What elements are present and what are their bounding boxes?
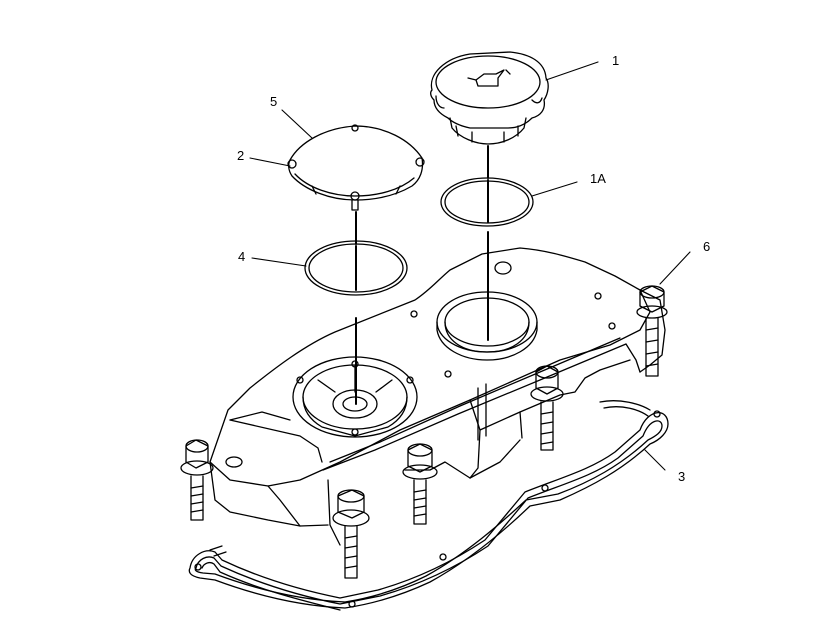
- callout-1a: 1A: [590, 171, 606, 186]
- callout-3: 3: [678, 469, 686, 484]
- leader-1: [545, 61, 599, 81]
- leader-6: [659, 251, 691, 285]
- bolt-rear-right: [636, 285, 668, 377]
- breather-cover: [287, 124, 425, 211]
- leader-2: [249, 157, 291, 167]
- leader-4: [251, 257, 307, 267]
- leader-lines: [249, 61, 691, 471]
- callout-1: 1: [612, 53, 620, 68]
- leader-1a: [531, 181, 578, 197]
- valve-cover-gasket: [188, 400, 669, 611]
- leader-3: [644, 449, 666, 471]
- leader-5: [281, 109, 313, 139]
- callout-4: 4: [238, 249, 246, 264]
- bolt-front-left: [180, 439, 214, 521]
- bolt-front-right: [332, 489, 370, 579]
- callout-6: 6: [703, 239, 711, 254]
- assembly-lines: [355, 145, 489, 405]
- oil-filler-cap: [430, 51, 549, 145]
- valve-cover-body: [209, 247, 666, 546]
- callout-2: 2: [237, 148, 245, 163]
- bolt-front-middle: [402, 443, 438, 525]
- callout-5: 5: [270, 94, 278, 109]
- bolt-rear-middle: [530, 365, 564, 451]
